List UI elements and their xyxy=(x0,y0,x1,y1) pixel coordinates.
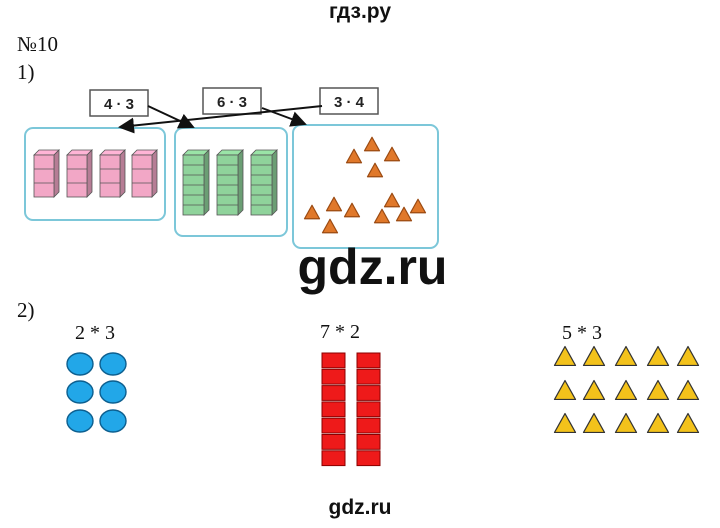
yellow-triangles-group xyxy=(553,345,700,434)
site-header: гдз.ру xyxy=(328,0,392,23)
yellow-triangle xyxy=(582,412,606,434)
part-1-label: 1) xyxy=(17,60,35,84)
yellow-triangle xyxy=(582,345,606,367)
expression-card-2 xyxy=(202,87,262,115)
blue-circles-group xyxy=(66,352,127,433)
blue-circle xyxy=(66,409,94,433)
orange-triangle xyxy=(321,218,339,234)
orange-triangle xyxy=(325,196,343,212)
blue-circle xyxy=(99,380,127,404)
arrow-to-green-panel xyxy=(147,105,195,129)
blue-circle xyxy=(99,352,127,376)
pink-bar-3 xyxy=(99,149,126,198)
expression-7x2: 7 * 2 xyxy=(320,321,360,343)
yellow-triangle xyxy=(676,412,700,434)
arrow-to-pink-panel xyxy=(118,105,323,134)
part-2-label: 2) xyxy=(17,298,35,322)
site-footer: gdz.ru xyxy=(328,496,392,519)
orange-triangle xyxy=(345,148,363,164)
orange-triangle xyxy=(383,192,401,208)
panel-triangles xyxy=(292,124,439,249)
panel-pink-bars xyxy=(24,127,166,221)
yellow-triangle xyxy=(553,345,577,367)
red-bar-2 xyxy=(356,352,381,467)
expression-card-1 xyxy=(89,89,149,117)
orange-triangle xyxy=(303,204,321,220)
yellow-triangle xyxy=(676,345,700,367)
watermark: gdz.ru xyxy=(297,239,448,295)
green-bar-3 xyxy=(250,149,278,216)
arrow-to-triangle-panel xyxy=(261,107,307,127)
orange-triangles xyxy=(303,136,427,234)
expression-card-1-text: 4 · 3 xyxy=(104,96,134,113)
task-number: №10 xyxy=(17,32,59,56)
orange-triangle xyxy=(366,162,384,178)
blue-circle xyxy=(66,380,94,404)
yellow-triangle xyxy=(614,345,638,367)
orange-triangle xyxy=(363,136,381,152)
yellow-triangle xyxy=(646,345,670,367)
expression-card-3 xyxy=(319,87,379,115)
expression-5x3: 5 * 3 xyxy=(562,322,602,344)
expression-card-2-text: 6 · 3 xyxy=(217,94,247,111)
yellow-triangle xyxy=(646,379,670,401)
expression-2x3: 2 * 3 xyxy=(75,322,115,344)
yellow-triangle xyxy=(553,379,577,401)
orange-triangle xyxy=(395,206,413,222)
orange-triangle xyxy=(409,198,427,214)
yellow-triangle xyxy=(646,412,670,434)
yellow-triangle xyxy=(553,412,577,434)
pink-bar-2 xyxy=(66,149,93,198)
green-bar-1 xyxy=(182,149,210,216)
yellow-triangle xyxy=(614,379,638,401)
orange-triangle xyxy=(383,146,401,162)
green-bar-2 xyxy=(216,149,244,216)
pink-cube-bars xyxy=(33,149,158,198)
red-bars-group xyxy=(321,352,381,467)
pink-bar-1 xyxy=(33,149,60,198)
orange-triangle xyxy=(343,202,361,218)
blue-circle xyxy=(66,352,94,376)
yellow-triangle xyxy=(614,412,638,434)
yellow-triangle xyxy=(676,379,700,401)
blue-circle xyxy=(99,409,127,433)
green-cube-bars xyxy=(182,149,278,216)
yellow-triangle xyxy=(582,379,606,401)
pink-bar-4 xyxy=(131,149,158,198)
red-bar-1 xyxy=(321,352,346,467)
orange-triangle xyxy=(373,208,391,224)
expression-card-3-text: 3 · 4 xyxy=(334,94,365,111)
